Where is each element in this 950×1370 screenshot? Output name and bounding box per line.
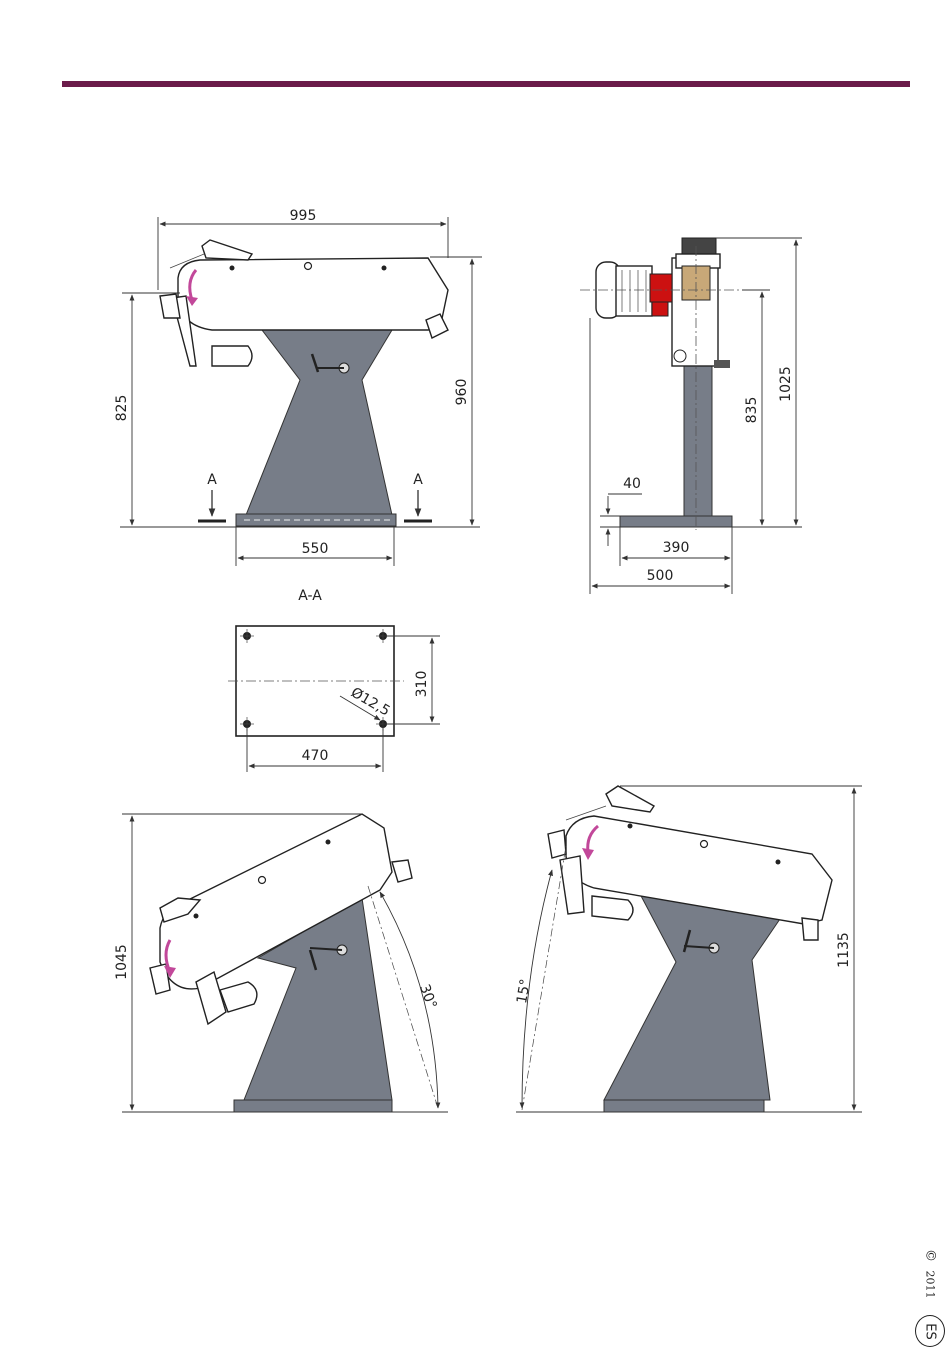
- language-badge: ES: [915, 1315, 945, 1347]
- tilt15-base: [604, 1100, 764, 1112]
- dim-825: 825: [114, 395, 130, 422]
- side-view: 1025 835 40 390 500: [580, 238, 802, 594]
- side-column: [684, 364, 712, 516]
- section-view: A-A Ø12,5 310 470: [228, 588, 440, 772]
- angle-30: 30°: [416, 982, 440, 1011]
- side-base: [620, 516, 732, 527]
- dim-1135: 1135: [836, 932, 852, 968]
- copyright-year: 2011: [924, 1265, 937, 1305]
- section-marker-left: A: [207, 472, 217, 488]
- tilt15-stand: [604, 894, 782, 1100]
- section-marker-right: A: [413, 472, 423, 488]
- side-motor: [616, 266, 652, 316]
- front-tool-rest: [202, 240, 252, 260]
- dim-310: 310: [414, 671, 430, 698]
- tilt-15-view: 1135 15°: [514, 786, 862, 1112]
- dim-470: 470: [302, 748, 329, 764]
- dim-960: 960: [454, 379, 470, 406]
- copyright-symbol: ©: [923, 1246, 938, 1266]
- dim-500: 500: [647, 568, 674, 584]
- copyright-block: © 2011 ES: [912, 1248, 948, 1358]
- dim-390: 390: [663, 540, 690, 556]
- front-belt-housing: [178, 258, 448, 330]
- front-stand: [246, 330, 392, 515]
- tilt30-base: [234, 1100, 392, 1112]
- dim-1045: 1045: [114, 944, 130, 980]
- section-title: A-A: [298, 588, 322, 604]
- front-view: 995 825 960 550 A A: [114, 208, 482, 566]
- language-code: ES: [923, 1323, 938, 1339]
- dim-995: 995: [290, 208, 317, 224]
- side-motor-switch: [650, 274, 672, 302]
- dim-40: 40: [623, 476, 641, 492]
- dim-835: 835: [744, 397, 760, 424]
- front-dust-outlet: [212, 346, 252, 366]
- dim-1025: 1025: [778, 366, 794, 402]
- tilt-30-view: 1045 30°: [114, 814, 448, 1112]
- angle-15: 15°: [514, 978, 534, 1005]
- dim-550: 550: [302, 541, 329, 557]
